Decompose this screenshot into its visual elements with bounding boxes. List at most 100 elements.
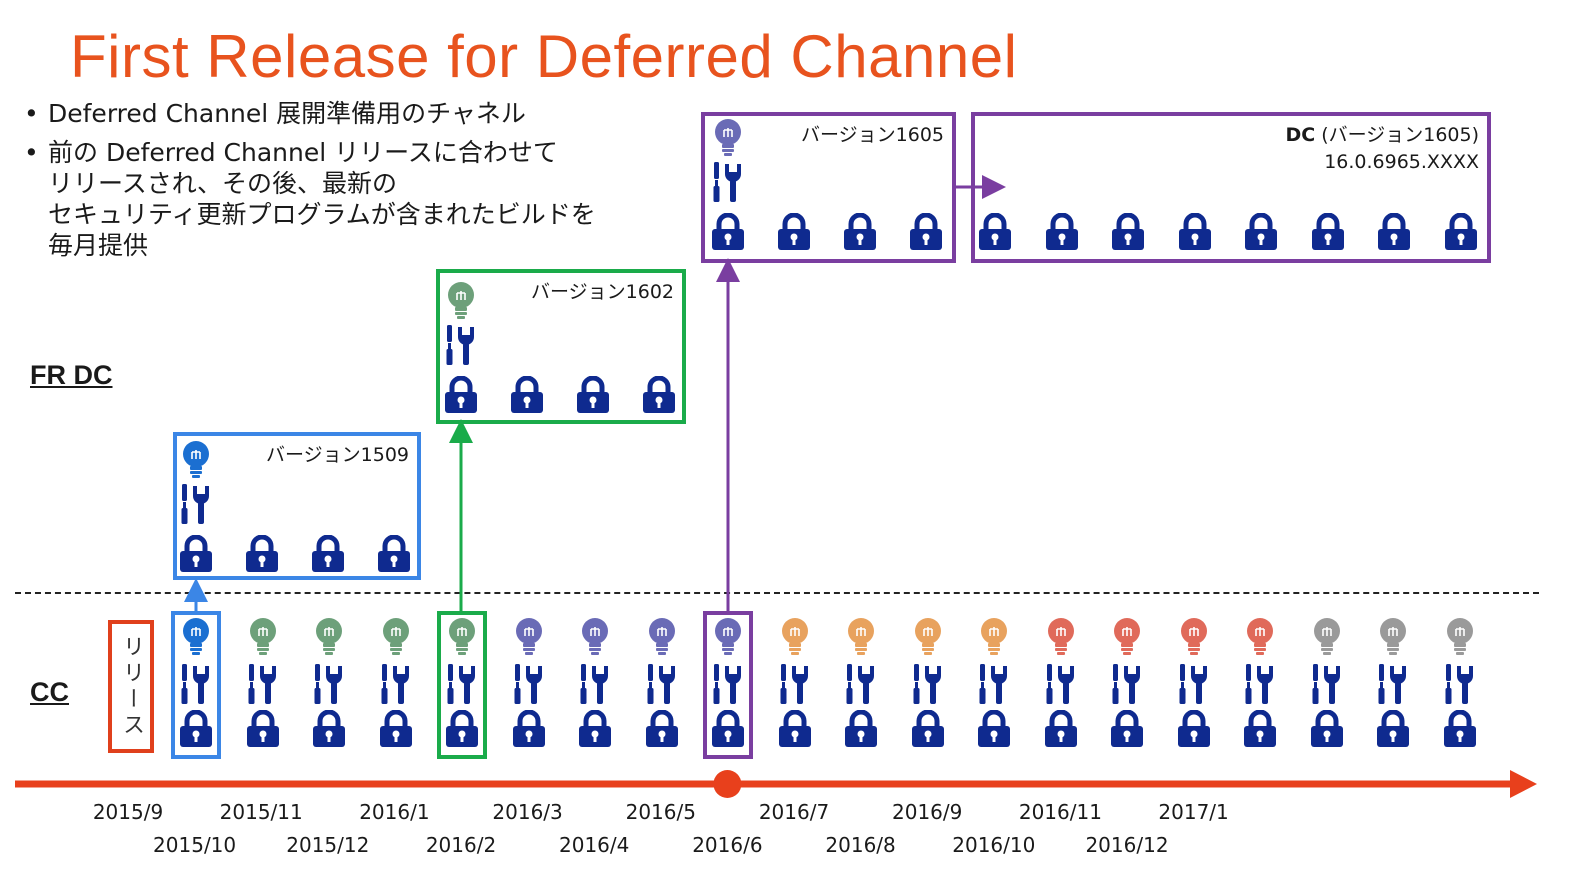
release-label: リリース: [108, 620, 154, 753]
lock-icon: [1110, 709, 1144, 752]
bullet-list: Deferred Channel 展開準備用のチャネル 前の Deferred …: [22, 98, 712, 269]
tools-icon: [1443, 662, 1477, 710]
lightbulb-icon: [844, 617, 878, 661]
lock-icon: [1444, 212, 1478, 255]
cc-highlight-1602: [437, 611, 487, 759]
timeline-month-label: 2016/4: [559, 833, 630, 857]
timeline-month-label: 2015/11: [219, 800, 303, 824]
tools-icon: [1376, 662, 1410, 710]
tools-icon: [1110, 662, 1144, 710]
timeline-month-label: 2016/8: [825, 833, 896, 857]
lightbulb-icon: [911, 617, 945, 661]
dc-label-bold: DC: [1285, 124, 1316, 146]
dc-build-number: 16.0.6965.XXXX: [1324, 151, 1479, 173]
lock-icon: [711, 212, 745, 255]
lightbulb-icon: [1443, 617, 1477, 661]
timeline-month-label: 2015/12: [286, 833, 370, 857]
lightbulb-icon: [312, 617, 346, 661]
tools-icon: [778, 662, 812, 710]
lightbulb-icon: [1110, 617, 1144, 661]
timeline-month-label: 2016/1: [359, 800, 430, 824]
lock-icon: [179, 534, 213, 577]
tools-icon: [711, 160, 745, 208]
lock-icon: [1045, 212, 1079, 255]
lightbulb-icon: [379, 617, 413, 661]
lock-icon: [1111, 212, 1145, 255]
tools-icon: [246, 662, 280, 710]
timeline-month-label: 2016/10: [952, 833, 1036, 857]
lock-icon: [578, 709, 612, 752]
lock-icon: [379, 709, 413, 752]
lock-icon: [445, 709, 479, 752]
lock-icon: [444, 375, 478, 418]
dc-label: DC (バージョン1605) 16.0.6965.XXXX: [1285, 122, 1479, 176]
lightbulb-icon: [1177, 617, 1211, 661]
lock-icon: [978, 212, 1012, 255]
lock-icon: [778, 709, 812, 752]
tools-icon: [312, 662, 346, 710]
tools-icon: [179, 662, 213, 710]
timeline-month-label: 2016/3: [492, 800, 563, 824]
lightbulb-icon: [778, 617, 812, 661]
lightbulb-icon: [179, 617, 213, 661]
lock-icon: [1177, 709, 1211, 752]
lock-icon: [645, 709, 679, 752]
version-1602-box: バージョン1602: [436, 269, 686, 424]
tools-icon: [444, 323, 478, 371]
timeline-month-label: 2016/6: [692, 833, 763, 857]
lock-icon: [1311, 212, 1345, 255]
lightbulb-icon: [711, 118, 745, 162]
tools-icon: [1177, 662, 1211, 710]
lightbulb-icon: [1243, 617, 1277, 661]
tools-icon: [645, 662, 679, 710]
lock-icon: [911, 709, 945, 752]
timeline-marker: [713, 770, 742, 798]
lock-icon: [777, 212, 811, 255]
tools-icon: [379, 662, 413, 710]
lock-icon: [1178, 212, 1212, 255]
tools-icon: [1310, 662, 1344, 710]
tools-icon: [445, 662, 479, 710]
lightbulb-icon: [444, 281, 478, 325]
lock-icon: [843, 212, 877, 255]
lock-icon: [245, 534, 279, 577]
lock-icon: [1443, 709, 1477, 752]
timeline-month-label: 2016/9: [892, 800, 963, 824]
tools-icon: [977, 662, 1011, 710]
timeline-month-label: 2017/1: [1158, 800, 1229, 824]
lightbulb-icon: [645, 617, 679, 661]
tools-icon: [578, 662, 612, 710]
lock-icon: [909, 212, 943, 255]
lock-icon: [377, 534, 411, 577]
dc-version-1605-box: DC (バージョン1605) 16.0.6965.XXXX: [971, 112, 1491, 263]
lock-icon: [510, 375, 544, 418]
version-1509-label: バージョン1509: [266, 444, 409, 466]
tools-icon: [1243, 662, 1277, 710]
lock-icon: [977, 709, 1011, 752]
tools-icon: [179, 482, 213, 530]
version-1605-label: バージョン1605: [801, 124, 944, 146]
row-label-cc: CC: [30, 677, 69, 707]
lock-icon: [1044, 709, 1078, 752]
lock-icon: [311, 534, 345, 577]
tools-icon: [911, 662, 945, 710]
lightbulb-icon: [246, 617, 280, 661]
cc-highlight-1605: [703, 611, 753, 759]
lightbulb-icon: [445, 617, 479, 661]
cc-highlight-1509: [171, 611, 221, 759]
timeline-month-label: 2016/2: [425, 833, 497, 857]
page-title: First Release for Deferred Channel: [70, 23, 1018, 90]
lock-icon: [844, 709, 878, 752]
lock-icon: [1310, 709, 1344, 752]
lock-icon: [1376, 709, 1410, 752]
version-1605-box: バージョン1605: [701, 112, 956, 263]
channel-divider: [15, 592, 1539, 594]
lock-icon: [1377, 212, 1411, 255]
lock-icon: [512, 709, 546, 752]
lock-icon: [711, 709, 745, 752]
lightbulb-icon: [1044, 617, 1078, 661]
tools-icon: [844, 662, 878, 710]
timeline-month-label: 2016/12: [1085, 833, 1169, 857]
lightbulb-icon: [512, 617, 546, 661]
version-1509-box: バージョン1509: [173, 432, 421, 580]
